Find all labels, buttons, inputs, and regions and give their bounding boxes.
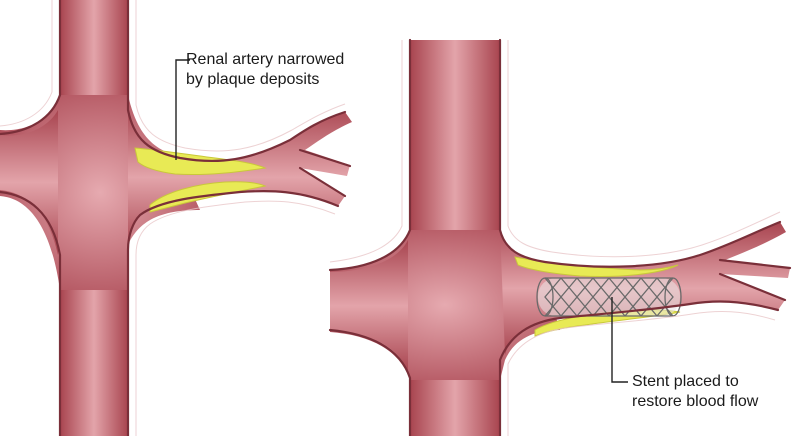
left-plaque-bottom xyxy=(149,181,267,213)
stent-callout-label: Stent placed to restore blood flow xyxy=(632,372,758,412)
stent xyxy=(536,277,682,317)
narrowed-callout-label: Renal artery narrowed by plaque deposits xyxy=(186,50,344,90)
left-illustration xyxy=(0,0,352,438)
right-illustration xyxy=(328,38,792,438)
stent-leader-line xyxy=(611,297,628,383)
narrowed-label-line2: by plaque deposits xyxy=(186,71,320,88)
narrowed-label-line1: Renal artery narrowed xyxy=(186,51,345,68)
narrowed-leader-line xyxy=(175,59,190,160)
stent-label-line2: restore blood flow xyxy=(632,393,759,410)
left-renal-artery xyxy=(128,105,352,250)
stent-label-line1: Stent placed to xyxy=(632,373,739,390)
